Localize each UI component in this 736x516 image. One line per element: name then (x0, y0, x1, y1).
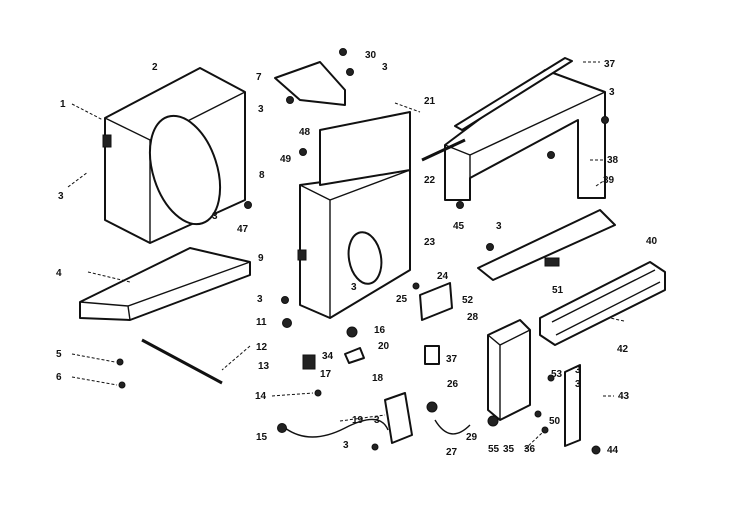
label-3: 3 (351, 282, 357, 293)
label-17: 17 (320, 369, 332, 380)
label-20: 20 (378, 341, 390, 352)
label-23: 23 (424, 237, 436, 248)
label-55: 55 (488, 444, 500, 455)
leader-lines (67, 61, 625, 450)
hardware-screws (116, 48, 609, 455)
side-bracket-part (564, 364, 581, 447)
mount-plate-part (419, 282, 453, 321)
label-9: 9 (258, 253, 264, 264)
bottom-plate-part (477, 209, 616, 281)
capacitor-part (384, 392, 413, 444)
label-36: 36 (524, 444, 536, 455)
label-34: 34 (322, 351, 334, 362)
label-4: 4 (56, 268, 62, 279)
label-37: 37 (446, 354, 458, 365)
label-3: 3 (382, 62, 388, 73)
label-1: 1 (60, 99, 66, 110)
label-19: 19 (352, 415, 364, 426)
label-15: 15 (256, 432, 268, 443)
small-bracket-part (302, 347, 365, 370)
label-2: 2 (152, 62, 158, 73)
label-50: 50 (549, 416, 561, 427)
base-pan-part (79, 247, 251, 321)
label-21: 21 (424, 96, 436, 107)
label-12: 12 (256, 342, 268, 353)
label-3: 3 (575, 379, 581, 390)
label-25: 25 (396, 294, 408, 305)
label-24: 24 (437, 271, 449, 282)
label-27: 27 (446, 447, 458, 458)
label-3: 3 (496, 221, 502, 232)
label-45: 45 (453, 221, 465, 232)
label-43: 43 (618, 391, 630, 402)
label-3: 3 (258, 104, 264, 115)
label-39: 39 (603, 175, 615, 186)
label-3: 3 (609, 87, 615, 98)
label-52: 52 (462, 295, 474, 306)
label-16: 16 (374, 325, 386, 336)
switch-part (424, 345, 440, 365)
label-29: 29 (466, 432, 478, 443)
label-47: 47 (237, 224, 249, 235)
label-14: 14 (255, 391, 267, 402)
top-strip-part (454, 57, 573, 131)
label-40: 40 (646, 236, 658, 247)
control-box-part (487, 319, 531, 421)
label-3: 3 (257, 294, 263, 305)
label-49: 49 (280, 154, 292, 165)
label-8: 8 (259, 170, 265, 181)
label-51: 51 (552, 285, 564, 296)
label-42: 42 (617, 344, 629, 355)
label-7: 7 (256, 72, 262, 83)
label-13: 13 (258, 361, 270, 372)
label-5: 5 (56, 349, 62, 360)
fan-shroud-part (297, 111, 411, 319)
label-35: 35 (503, 444, 515, 455)
outer-cabinet-part (444, 69, 606, 201)
label-44: 44 (607, 445, 619, 456)
label-18: 18 (372, 373, 384, 384)
label-53: 53 (551, 369, 563, 380)
top-bracket-part (274, 61, 346, 106)
label-3: 3 (575, 365, 581, 376)
label-11: 11 (256, 317, 267, 328)
callout-labels: 2 1 3 7 30 3 3 21 37 3 48 49 8 3 47 9 22… (56, 50, 658, 458)
front-panel-part (102, 67, 246, 244)
shaft-rod-part (141, 338, 223, 385)
label-48: 48 (299, 127, 311, 138)
label-3: 3 (212, 211, 218, 222)
label-26: 26 (447, 379, 459, 390)
label-38: 38 (607, 155, 619, 166)
wire-harness-part (284, 418, 471, 438)
label-28: 28 (467, 312, 479, 323)
slide-tray-part (539, 261, 666, 346)
label-37: 37 (604, 59, 616, 70)
label-6: 6 (56, 372, 62, 383)
label-30: 30 (365, 50, 377, 61)
label-3: 3 (374, 415, 380, 426)
label-3: 3 (58, 191, 64, 202)
divider-strip-part (421, 138, 466, 162)
label-3: 3 (343, 440, 349, 451)
label-22: 22 (424, 175, 436, 186)
